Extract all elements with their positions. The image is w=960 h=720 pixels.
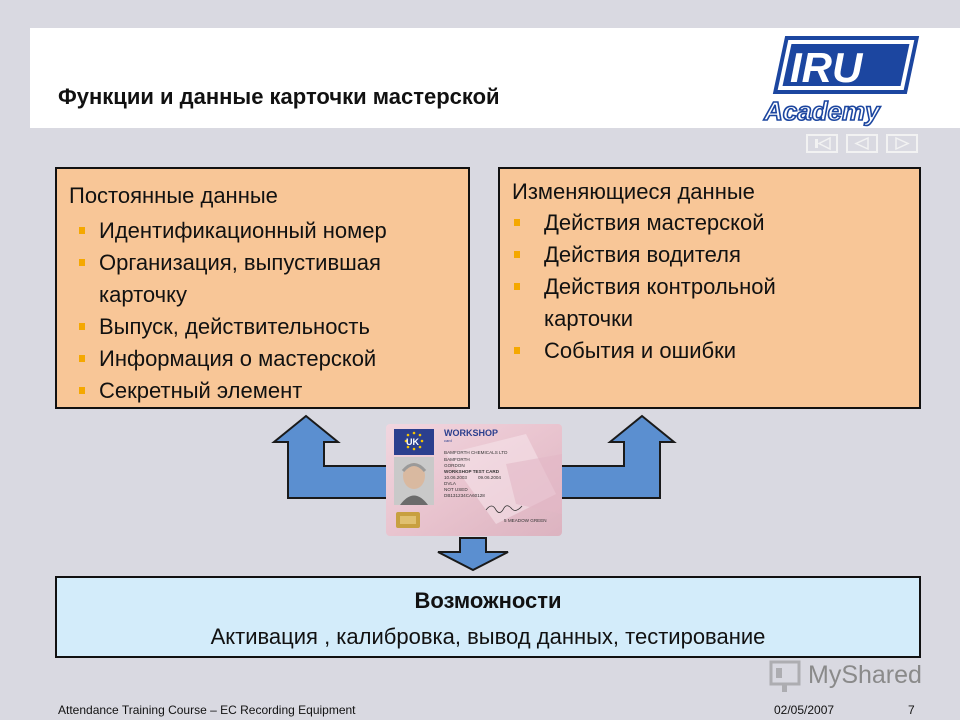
permanent-data-box: Постоянные данные Идентификационный номе… (55, 167, 470, 409)
list-item: Действия контрольной карточки (504, 271, 834, 335)
logo-sub: Academy (763, 96, 881, 126)
logo-brand: IRU (790, 44, 864, 91)
list-item: Действия мастерской (504, 207, 834, 239)
bullet-icon (514, 347, 520, 354)
card-line2: NOT USED (444, 487, 468, 492)
capabilities-text: Активация , калибровка, вывод данных, те… (210, 624, 766, 649)
footer-page-number: 7 (908, 703, 915, 717)
presentation-icon (769, 660, 801, 686)
card-title: WORKSHOP (444, 428, 498, 438)
list-item: Информация о мастерской (69, 343, 465, 375)
capabilities-title: Возможности (414, 588, 562, 613)
changing-data-title: Изменяющиеся данные (512, 179, 755, 204)
card-subtitle: card (444, 438, 452, 443)
permanent-data-title: Постоянные данные (69, 183, 278, 208)
triangle-right-icon (895, 136, 910, 151)
bullet-icon (79, 323, 85, 330)
list-item: Организация, выпустившая карточку (69, 247, 465, 311)
card-line1: DVLA (444, 481, 457, 486)
card-address: 5 MEADOW GREEN (504, 518, 547, 523)
changing-data-box: Изменяющиеся данные Действия мастерской … (498, 167, 921, 409)
bullet-icon (79, 259, 85, 266)
slide-title: Функции и данные карточки мастерской (58, 84, 500, 109)
bullet-icon (514, 251, 520, 258)
triangle-left-icon (854, 136, 869, 151)
capabilities-box: Возможности Активация , калибровка, выво… (55, 576, 921, 658)
triangle-left-icon (817, 136, 831, 151)
permanent-data-list: Идентификационный номер Организация, вып… (69, 215, 465, 407)
arrow-down-icon (437, 537, 509, 572)
bullet-icon (79, 387, 85, 394)
next-slide-button[interactable] (886, 134, 918, 153)
list-item: Действия водителя (504, 239, 834, 271)
footer-course: Attendance Training Course – EC Recordin… (58, 703, 356, 717)
card-name3: WORKSHOP TEST CARD (444, 469, 500, 474)
slide-navigation (806, 134, 918, 154)
card-date1: 10.06.2003 (444, 475, 467, 480)
iru-academy-logo: IRU Academy (762, 36, 920, 127)
footer-date: 02/05/2007 (774, 703, 835, 717)
workshop-card-image: UK WORKSHOP card BAMFORTH CHEMICALS LTD … (386, 424, 562, 536)
bullet-icon (514, 219, 520, 226)
list-item: Выпуск, действительность (69, 311, 465, 343)
watermark-text: MyShared (808, 661, 922, 689)
list-item: Идентификационный номер (69, 215, 465, 247)
bullet-icon (79, 355, 85, 362)
first-slide-button[interactable] (806, 134, 838, 153)
list-item: Секретный элемент (69, 375, 465, 407)
bar-icon (815, 139, 818, 148)
arrow-up-left-icon (271, 414, 389, 499)
arrow-up-right-icon (559, 414, 677, 499)
card-country: UK (406, 437, 419, 447)
list-item: События и ошибки (504, 335, 834, 367)
watermark-logo (769, 660, 801, 692)
bullet-icon (514, 283, 520, 290)
previous-slide-button[interactable] (846, 134, 878, 153)
card-date2: 09.06.2004 (478, 475, 501, 480)
card-name2: GORDON (444, 463, 465, 468)
card-name1: BAMFORTH (444, 457, 470, 462)
card-number: DB131234CA60128 (444, 493, 485, 498)
bullet-icon (79, 227, 85, 234)
card-company: BAMFORTH CHEMICALS LTD (444, 450, 508, 455)
signature-icon (485, 505, 523, 513)
changing-data-list: Действия мастерской Действия водителя Де… (504, 207, 834, 367)
